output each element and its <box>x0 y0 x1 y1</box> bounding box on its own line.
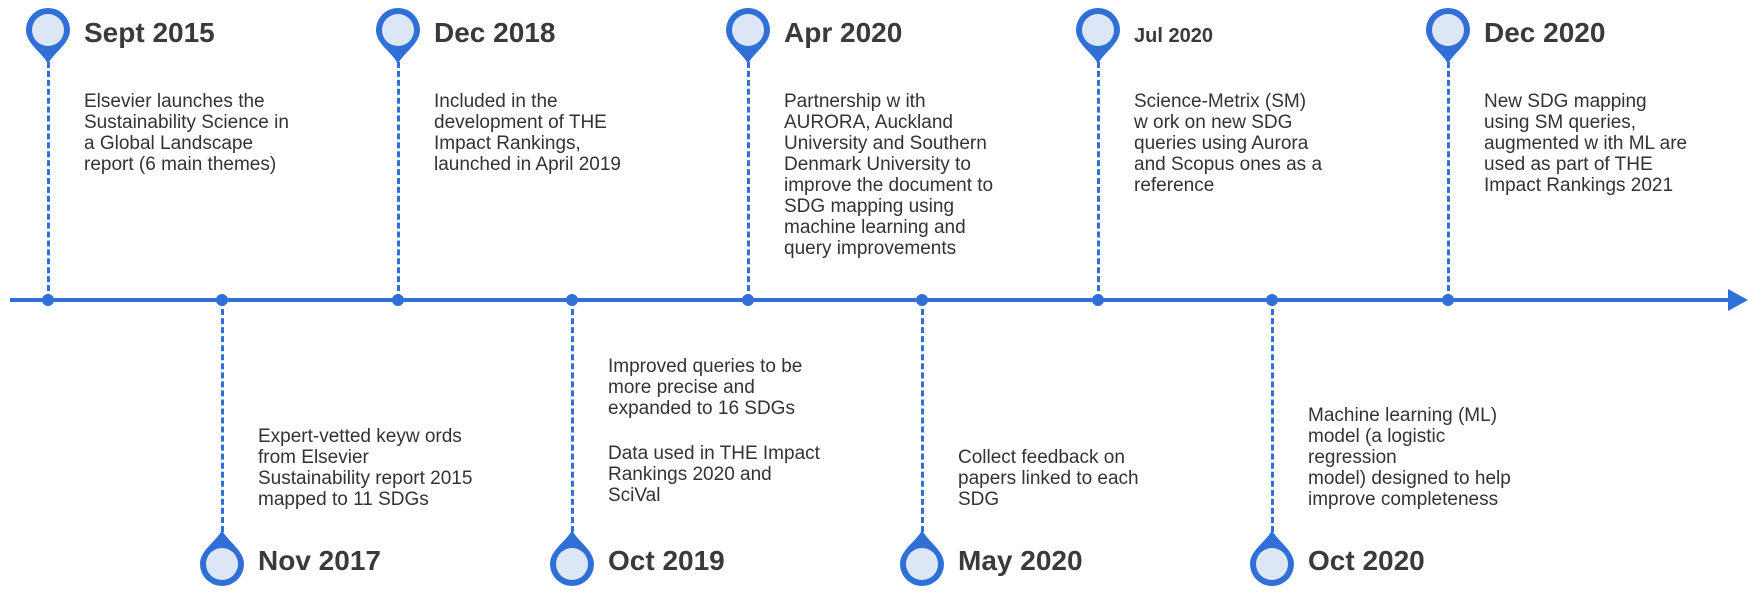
event-description: Partnership w ith AURORA, Auckland Unive… <box>784 91 994 259</box>
event-date: Oct 2019 <box>608 545 725 576</box>
dashed-connector <box>1097 62 1100 300</box>
event-description: Collect feedback on papers linked to eac… <box>958 447 1139 510</box>
location-pin-icon <box>722 6 774 66</box>
timeline-dot <box>742 294 754 306</box>
location-pin-icon <box>196 528 248 588</box>
event-date: Dec 2018 <box>434 17 556 48</box>
event-date: Oct 2020 <box>1308 545 1425 576</box>
dashed-connector <box>397 62 400 300</box>
location-pin-icon <box>372 6 424 66</box>
event-description: Included in the development of THE Impac… <box>434 91 621 175</box>
dashed-connector <box>47 62 50 300</box>
arrow-right-icon <box>1728 289 1748 311</box>
event-description: Machine learning (ML) model (a logistic … <box>1308 405 1511 510</box>
event-date: May 2020 <box>958 545 1083 576</box>
dashed-connector <box>1447 62 1450 300</box>
location-pin-icon <box>22 6 74 66</box>
event-date: Nov 2017 <box>258 545 381 576</box>
location-pin-icon <box>1072 6 1124 66</box>
event-description-secondary: Data used in THE Impact Rankings 2020 an… <box>608 443 820 506</box>
event-description: Expert-vetted keyw ords from Elsevier Su… <box>258 426 473 510</box>
dashed-connector <box>571 300 574 532</box>
location-pin-icon <box>896 528 948 588</box>
event-description: New SDG mapping using SM queries, augmen… <box>1484 91 1688 196</box>
event-date: Dec 2020 <box>1484 17 1606 48</box>
timeline-dot <box>392 294 404 306</box>
dashed-connector <box>221 300 224 532</box>
location-pin-icon <box>546 528 598 588</box>
event-description: Science-Metrix (SM) w ork on new SDG que… <box>1134 91 1323 196</box>
event-date: Sept 2015 <box>84 17 215 48</box>
timeline-dot <box>1092 294 1104 306</box>
event-description: Elsevier launches the Sustainability Sci… <box>84 91 289 175</box>
event-date: Jul 2020 <box>1134 25 1213 47</box>
event-date: Apr 2020 <box>784 17 903 48</box>
dashed-connector <box>1271 300 1274 532</box>
location-pin-icon <box>1422 6 1474 66</box>
timeline-axis <box>10 298 1732 302</box>
location-pin-icon <box>1246 528 1298 588</box>
timeline-dot <box>1442 294 1454 306</box>
dashed-connector <box>921 300 924 532</box>
event-description: Improved queries to be more precise and … <box>608 356 803 419</box>
timeline-dot <box>42 294 54 306</box>
dashed-connector <box>747 62 750 300</box>
